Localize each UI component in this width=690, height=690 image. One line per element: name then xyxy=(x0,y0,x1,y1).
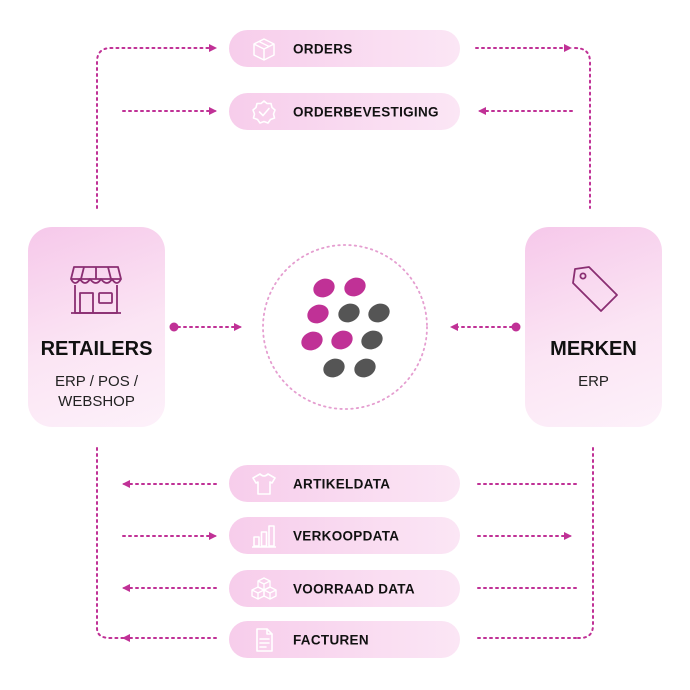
verkoopdata-pill: VERKOOPDATA xyxy=(229,517,460,554)
merken-subtitle: ERP xyxy=(578,373,609,390)
check-badge-icon xyxy=(252,99,276,124)
invoice-icon xyxy=(256,627,273,652)
facturen-label: FACTUREN xyxy=(293,632,369,647)
bar-chart-icon xyxy=(252,524,276,548)
artikeldata-pill: ARTIKELDATA xyxy=(229,465,460,502)
box-icon xyxy=(253,37,275,61)
shop-icon xyxy=(70,266,122,314)
voorraad-data-label: VOORRAAD DATA xyxy=(293,581,415,596)
retailers-title: RETAILERS xyxy=(40,338,153,360)
orders-pill: ORDERS xyxy=(229,30,460,67)
merken-card: MERKEN ERP xyxy=(525,227,662,427)
orderbevestiging-pill: ORDERBEVESTIGING xyxy=(229,93,460,130)
facturen-pill: FACTUREN xyxy=(229,621,460,658)
artikeldata-label: ARTIKELDATA xyxy=(293,476,391,491)
retailers-subtitle-line1: ERP / POS / xyxy=(54,373,139,390)
tshirt-icon xyxy=(252,472,276,495)
retailers-card: RETAILERS ERP / POS / WEBSHOP xyxy=(28,227,165,427)
boxes-icon xyxy=(251,576,277,600)
voorraad-data-pill: VOORRAAD DATA xyxy=(229,570,460,607)
price-tag-icon xyxy=(572,266,618,312)
verkoopdata-label: VERKOOPDATA xyxy=(293,528,400,543)
merken-title: MERKEN xyxy=(550,338,637,360)
orders-label: ORDERS xyxy=(293,41,353,56)
logo-dots-icon xyxy=(301,277,390,378)
orderbevestiging-label: ORDERBEVESTIGING xyxy=(293,104,439,119)
retailers-subtitle-line2: WEBSHOP xyxy=(58,393,135,410)
